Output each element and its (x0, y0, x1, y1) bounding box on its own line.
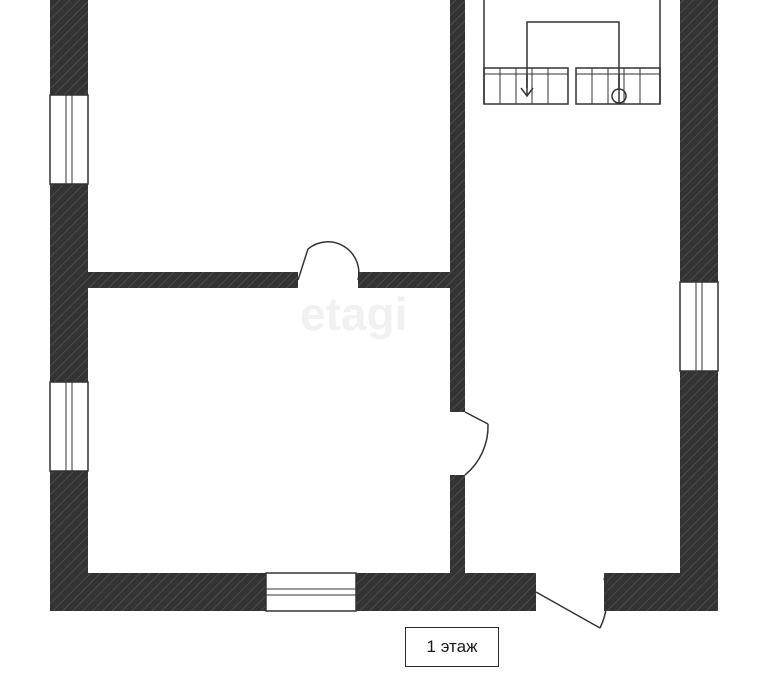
door-interior-vertical (464, 411, 489, 476)
bottom-wall (50, 573, 718, 611)
window-bottom (265, 572, 357, 612)
stair-down-arrow-icon (520, 74, 534, 98)
floor-label: 1 этаж (405, 627, 499, 667)
interior-horizontal-wall (88, 272, 453, 288)
right-wall (680, 0, 718, 611)
stair-start-circle-icon (611, 74, 627, 104)
window-left-lower (49, 381, 89, 472)
door-interior-horizontal (297, 241, 360, 281)
staircase (483, 0, 661, 105)
interior-vertical-wall (450, 0, 465, 575)
door-entrance (535, 577, 608, 629)
window-right (679, 281, 719, 372)
window-left-upper (49, 94, 89, 185)
watermark: etagi (300, 288, 407, 340)
left-wall (50, 0, 88, 611)
